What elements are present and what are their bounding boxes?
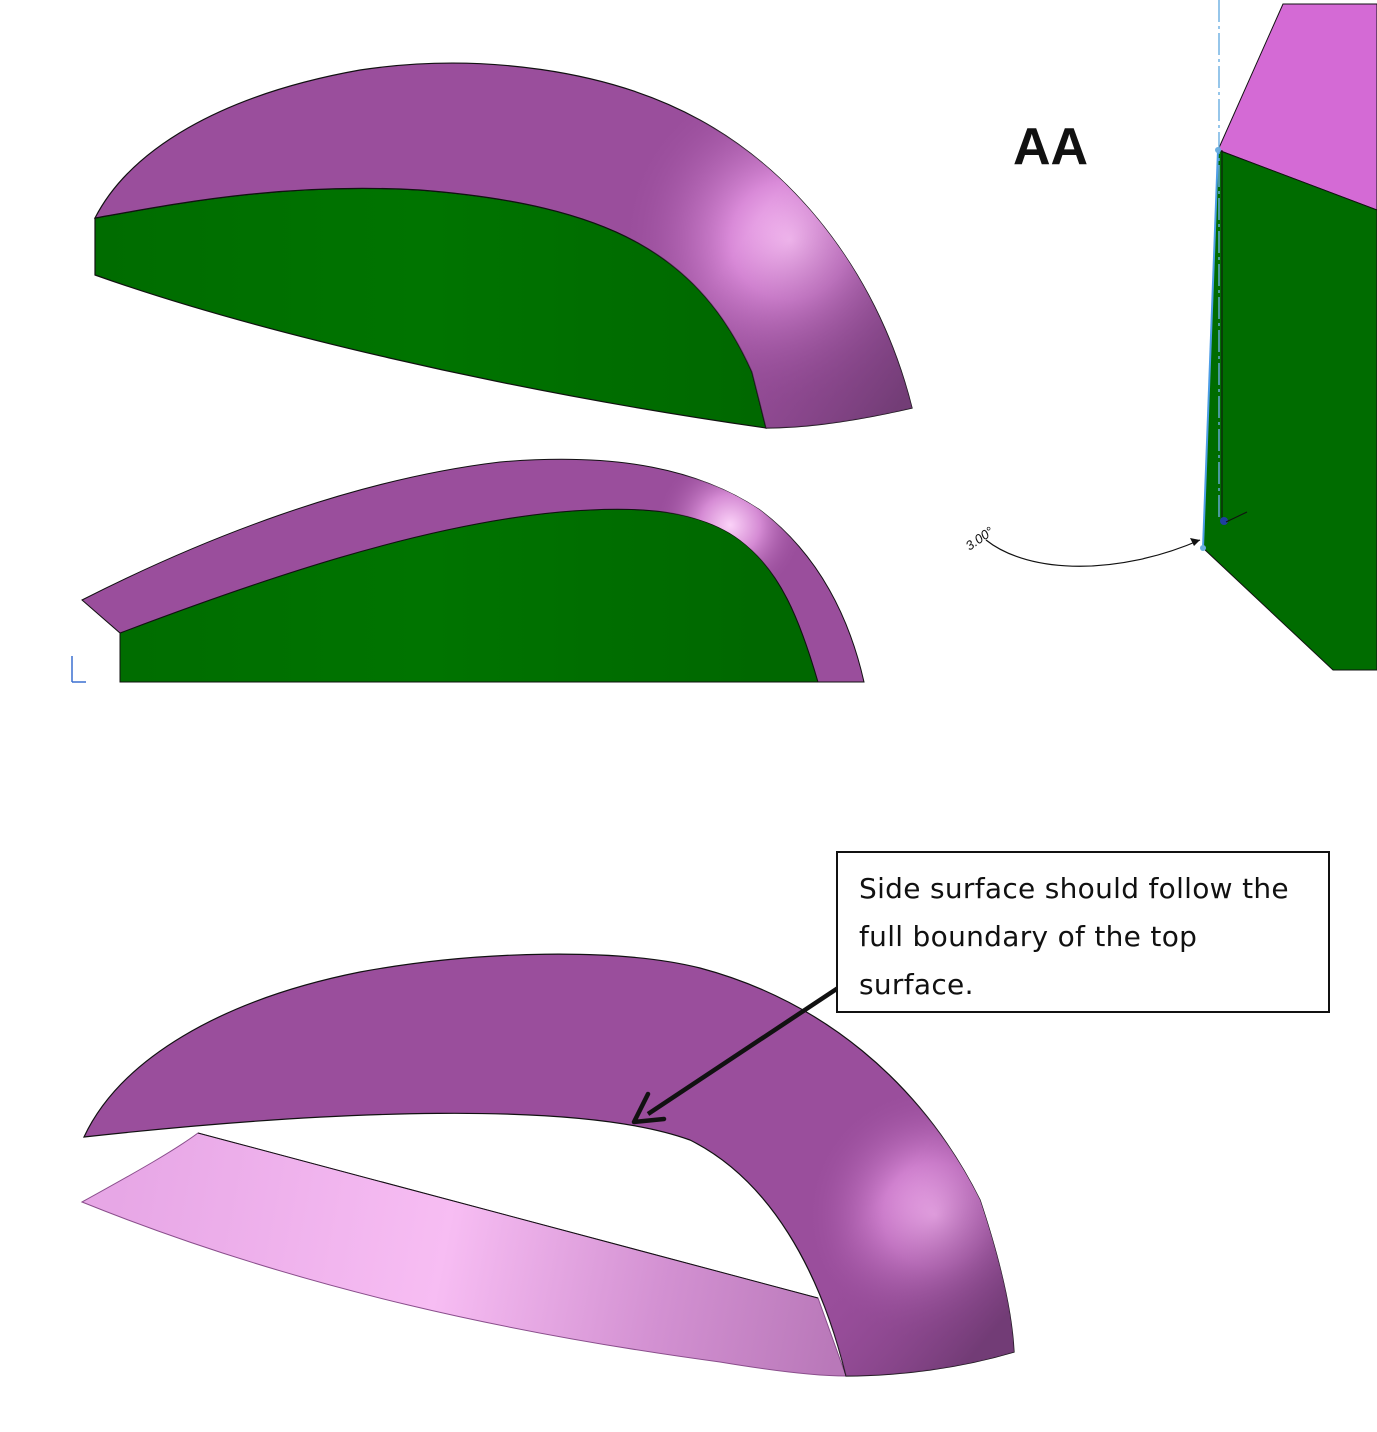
- separated-surfaces-view: [80, 953, 1015, 1377]
- top-surface-shade: [84, 954, 1014, 1376]
- angle-dimension-arc: [985, 539, 1201, 567]
- top-surface-highlight: [82, 459, 864, 682]
- triad-icon: [71, 656, 86, 683]
- solid-side-view: [71, 458, 865, 683]
- angle-dimension-label: 3.00°: [963, 523, 997, 553]
- section-side-face: [1202, 149, 1377, 671]
- vertex-point: [1200, 545, 1206, 551]
- inner-surface-edge: [197, 1132, 819, 1299]
- callout-arrow-icon: [631, 986, 840, 1125]
- draft-edge-line: [1202, 149, 1219, 549]
- section-aa-view: AA 3.00°: [963, 0, 1377, 671]
- solid-iso-view: [93, 62, 913, 429]
- section-label: AA: [1013, 118, 1088, 176]
- angle-arrowhead: [1190, 538, 1200, 546]
- inner-side-surface: [80, 1132, 847, 1377]
- callout-note: Side surface should follow the full boun…: [836, 851, 1330, 1013]
- pivot-point: [1220, 517, 1228, 525]
- dimension-leader: [1225, 511, 1248, 523]
- vertex-point: [1215, 147, 1221, 153]
- top-surface-shade: [95, 63, 912, 429]
